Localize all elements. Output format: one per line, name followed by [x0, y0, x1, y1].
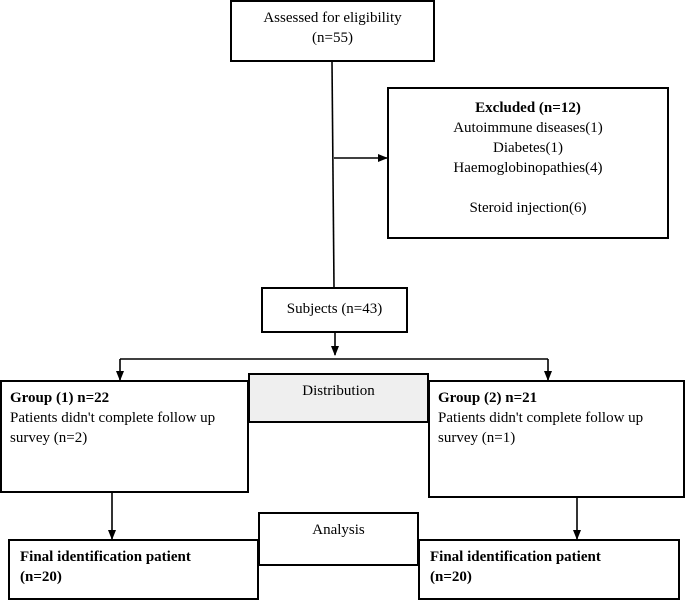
group1-heading: Group (1) n=22 — [10, 390, 110, 406]
analysis-label: Analysis — [312, 522, 365, 538]
distribution-box: Distribution — [248, 373, 429, 423]
excluded-reason-haemoglobinopathies: Haemoglobinopathies(4) — [453, 160, 603, 176]
final2-count: (n=20) — [430, 569, 472, 585]
group2-heading: Group (2) n=21 — [438, 390, 538, 406]
final2-title: Final identification patient — [430, 549, 601, 565]
subjects-label: Subjects (n=43) — [286, 301, 383, 317]
group2-line2: survey (n=1) — [438, 430, 516, 446]
group2-line1: Patients didn't complete follow up — [438, 410, 644, 426]
group2-box: Group (2) n=21 Patients didn't complete … — [428, 380, 685, 498]
analysis-box: Analysis — [258, 512, 419, 566]
assessed-box: Assessed for eligibility (n=55) — [230, 0, 435, 62]
group1-line2: survey (n=2) — [10, 430, 88, 446]
excluded-heading: Excluded (n=12) — [475, 100, 581, 116]
final2-box: Final identification patient (n=20) — [418, 539, 680, 600]
excluded-reason-diabetes: Diabetes(1) — [493, 140, 563, 156]
final1-title: Final identification patient — [20, 549, 191, 565]
assessed-title: Assessed for eligibility — [263, 10, 402, 26]
group1-box: Group (1) n=22 Patients didn't complete … — [0, 380, 249, 493]
excluded-reason-autoimmune: Autoimmune diseases(1) — [453, 120, 603, 136]
final1-box: Final identification patient (n=20) — [8, 539, 259, 600]
group1-line1: Patients didn't complete follow up — [10, 410, 216, 426]
excluded-reason-steroid: Steroid injection(6) — [469, 200, 587, 216]
distribution-label: Distribution — [302, 383, 375, 399]
subjects-box: Subjects (n=43) — [261, 287, 408, 333]
final1-count: (n=20) — [20, 569, 62, 585]
assessed-count: (n=55) — [312, 30, 353, 46]
excluded-box: Excluded (n=12) Autoimmune diseases(1) D… — [387, 87, 669, 239]
assessed-to-subjects-line — [331, 61, 335, 288]
